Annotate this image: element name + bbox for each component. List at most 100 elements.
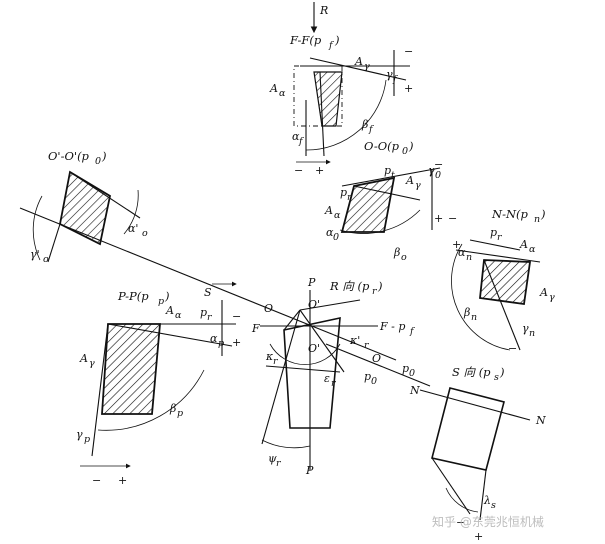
opop-title: O'-O'(p 0 ) — [48, 149, 107, 167]
svg-text:α: α — [292, 130, 300, 143]
nn-hatched-section — [479, 259, 532, 306]
opop-hatched-section — [58, 170, 112, 246]
svg-text:+: + — [452, 238, 461, 251]
svg-text:α: α — [175, 310, 182, 321]
svg-text:r: r — [331, 378, 337, 389]
svg-text:O': O' — [308, 342, 320, 355]
svg-text:γ: γ — [364, 61, 370, 72]
svg-text:S: S — [204, 286, 212, 299]
svg-text:0: 0 — [402, 146, 408, 157]
svg-text:r: r — [273, 356, 279, 367]
svg-text:f: f — [392, 74, 398, 85]
nn-top-line — [469, 239, 521, 251]
svg-text:P: P — [307, 276, 316, 289]
svg-text:+: + — [434, 212, 443, 225]
svg-text:f: f — [368, 124, 374, 135]
opop-rake-line — [69, 171, 141, 219]
svg-text:n: n — [529, 328, 535, 339]
svg-text:p: p — [364, 370, 371, 383]
nn-flank-line — [483, 259, 521, 351]
svg-text:−: − — [404, 45, 413, 58]
svg-text:O'-O'(p: O'-O'(p — [48, 149, 90, 163]
f-right-label: F - p f — [379, 320, 415, 337]
svg-text:p: p — [402, 362, 409, 375]
svg-text:n: n — [471, 312, 477, 323]
svg-text:O-O(p: O-O(p — [364, 139, 400, 153]
svg-text:α: α — [529, 244, 536, 255]
svg-text:): ) — [540, 207, 546, 221]
section-opop: O'-O'(p 0 ) γ' o α' o — [30, 149, 148, 265]
ff-rake-face — [309, 57, 407, 81]
svg-text:p: p — [218, 338, 224, 349]
svg-text:f: f — [328, 40, 334, 51]
svg-text:P-P(p: P-P(p — [117, 289, 149, 303]
svg-text:s: s — [494, 372, 499, 383]
svg-text:A: A — [405, 174, 414, 187]
s-view-tool-outline — [431, 387, 505, 471]
svg-text:): ) — [101, 149, 107, 163]
svg-text:o: o — [401, 252, 407, 263]
svg-text:0: 0 — [435, 170, 441, 181]
svg-text:+: + — [474, 530, 483, 543]
svg-text:γ: γ — [428, 164, 435, 177]
svg-text:p: p — [384, 164, 391, 177]
svg-text:F - p: F - p — [379, 320, 405, 333]
svg-text:γ: γ — [386, 68, 393, 81]
svg-text:+: + — [404, 82, 413, 95]
svg-text:F-F(p: F-F(p — [289, 33, 322, 47]
svg-text:O: O — [264, 302, 273, 315]
tool-tip-left — [283, 309, 301, 331]
svg-text:κ': κ' — [349, 334, 360, 347]
svg-text:A: A — [519, 238, 528, 251]
section-s-view: p 0 S 向 (p s ) N N λ s − + — [402, 362, 546, 543]
opop-cutting-line — [19, 207, 397, 361]
svg-text:r: r — [347, 192, 353, 203]
svg-text:N-N(p: N-N(p — [491, 207, 528, 221]
svg-text:o: o — [43, 254, 49, 265]
svg-text:α: α — [458, 246, 466, 259]
svg-text:+: + — [118, 474, 127, 487]
svg-text:−: − — [448, 212, 457, 225]
svg-text:ψ: ψ — [268, 452, 277, 465]
oo-title: O-O(p 0 ) — [364, 139, 414, 157]
kappa-arc — [269, 343, 341, 365]
tool-cross-line — [265, 365, 341, 373]
oo-rake-line — [341, 167, 441, 187]
svg-text:p: p — [158, 296, 164, 307]
opop-alpha-arc — [123, 189, 139, 235]
svg-text:γ: γ — [415, 180, 421, 191]
svg-text:A: A — [324, 204, 333, 217]
svg-text:−: − — [294, 164, 303, 177]
svg-text:f: f — [298, 136, 304, 147]
svg-text:A: A — [165, 304, 174, 317]
pp-title: P-P(p p ) — [117, 289, 170, 307]
psi-arc — [261, 439, 311, 449]
tool-body-outline — [283, 316, 341, 429]
svg-text:A: A — [354, 55, 363, 68]
o-dash-line — [325, 343, 431, 387]
svg-text:n: n — [534, 214, 540, 225]
svg-text:−: − — [434, 158, 443, 171]
svg-text:s: s — [491, 500, 496, 511]
svg-text:r: r — [497, 232, 503, 243]
svg-text:N: N — [535, 414, 546, 427]
pp-flank-line — [91, 323, 109, 457]
svg-text:γ: γ — [89, 358, 95, 369]
label-r-top: R — [319, 4, 328, 17]
svg-text:n: n — [466, 252, 472, 263]
svg-text:α: α — [334, 210, 341, 221]
svg-text:0: 0 — [371, 376, 377, 387]
ff-hatched-wedge — [313, 71, 343, 127]
svg-text:−: − — [456, 516, 465, 529]
svg-text:S 向 (p: S 向 (p — [452, 365, 491, 379]
ff-title: F-F(p f ) — [289, 33, 340, 51]
pp-beta-arc — [97, 369, 205, 431]
svg-text:α: α — [279, 88, 286, 99]
svg-text:r: r — [372, 286, 378, 297]
svg-text:O: O — [372, 352, 381, 365]
svg-text:γ': γ' — [30, 248, 40, 261]
svg-text:f: f — [409, 326, 415, 337]
oo-hatched-section — [340, 176, 396, 233]
